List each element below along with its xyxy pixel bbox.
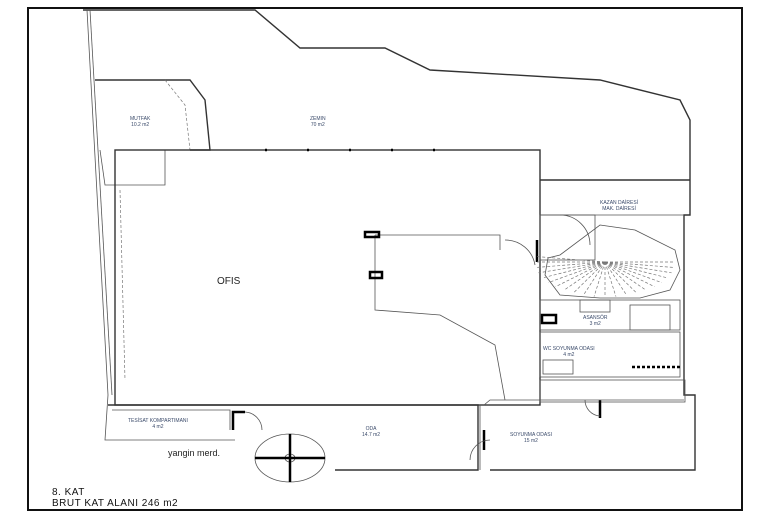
stair-tread (604, 261, 647, 291)
stair-tread (548, 261, 606, 283)
room-area: MAK. DAİRESİ (602, 206, 636, 212)
gross-area-label: BRUT KAT ALANI 246 m2 (52, 498, 179, 509)
room-area: 14.7 m2 (362, 432, 381, 438)
room-label-ofis: OFIS (217, 276, 241, 287)
stair-tread (583, 261, 606, 296)
room-name: ZEMIN (310, 116, 326, 122)
room-area: 3 m2 (589, 321, 601, 327)
label-yangin-merdiveni: yangin merd. (168, 448, 221, 458)
stair-tread (593, 261, 606, 297)
room-name: WC SOYUNMA ODASI (543, 346, 595, 352)
stair-tread (572, 261, 606, 294)
stair-tread (604, 261, 655, 288)
stair-tread (604, 261, 675, 268)
stair-tread (535, 261, 606, 268)
room-label-soyunma: SOYUNMA ODASI 15 m2 (510, 432, 552, 444)
main-stair (535, 224, 681, 299)
room-name: SOYUNMA ODASI (510, 432, 552, 438)
room-area: 4 m2 (152, 424, 164, 430)
office-room (114, 149, 541, 406)
room-name: ODA (365, 426, 377, 432)
room-area: 10.2 m2 (131, 122, 150, 128)
room-label-tesisat: TESİSAT KOMPARTIMANI 4 m2 (128, 418, 188, 430)
fire-escape-stair (254, 433, 326, 483)
room-label-teras: ZEMIN 70 m2 (310, 116, 326, 128)
room-name: ASANSÖR (583, 315, 608, 321)
floor-label: 8. KAT (52, 487, 85, 498)
stair-tread (563, 261, 606, 291)
room-name: TESİSAT KOMPARTIMANI (128, 418, 188, 424)
outer-wall (83, 9, 696, 471)
stair-tread (535, 256, 606, 263)
room-name: MUTFAK (130, 116, 151, 122)
stair-tread (604, 261, 662, 283)
room-name: KAZAN DAİRESİ (600, 200, 639, 206)
drawing-frame (27, 7, 743, 511)
room-label-wc: WC SOYUNMA ODASI 4 m2 (543, 346, 595, 358)
room-area: 70 m2 (310, 122, 325, 128)
stair-tread (604, 261, 617, 297)
stair-tread (604, 261, 627, 296)
room-label-asansor: ASANSÖR 3 m2 (583, 315, 607, 327)
stair-tread (604, 261, 638, 294)
room-label-oda: ODA 14.7 m2 (362, 426, 380, 438)
room-area: 15 m2 (524, 438, 538, 444)
stair-tread (538, 261, 606, 274)
stair-tread (604, 261, 672, 274)
stair-tread (555, 261, 606, 288)
room-label-mutfak: MUTFAK 10.2 m2 (130, 116, 150, 128)
stair-tread (542, 261, 606, 279)
stair-tread (604, 261, 668, 279)
room-label-kazan: KAZAN DAİRESİ MAK. DAİRESİ (600, 200, 638, 212)
room-area: 4 m2 (563, 352, 575, 358)
